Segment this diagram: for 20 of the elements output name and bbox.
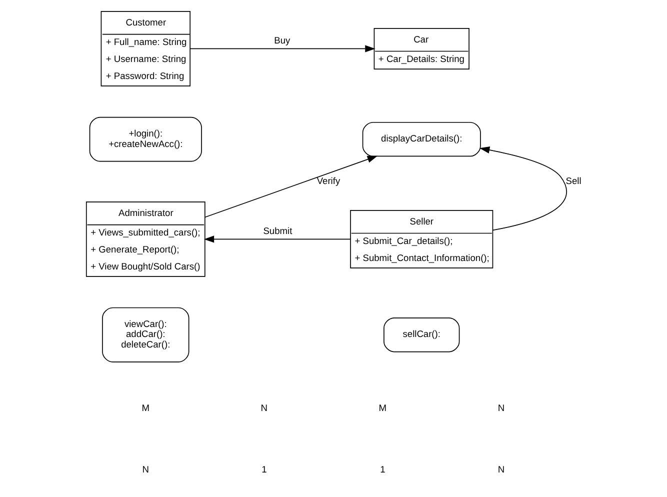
arrow bbox=[203, 236, 350, 243]
label: M bbox=[378, 402, 386, 413]
node-box: sellCar(): bbox=[383, 318, 460, 352]
label: M bbox=[141, 402, 150, 413]
edge-label: Verify bbox=[316, 176, 340, 186]
node-box: displayCarDetails(): bbox=[362, 122, 480, 157]
arrow bbox=[204, 156, 378, 218]
node-box: viewCar(): addCar(): deleteCar(): bbox=[102, 307, 189, 362]
label: 1 bbox=[261, 464, 266, 475]
arrow bbox=[478, 146, 566, 231]
node-box: +login(): +createNewAcc(): bbox=[88, 116, 202, 162]
label: N bbox=[260, 402, 268, 413]
label: N bbox=[497, 464, 504, 475]
label: 1 bbox=[380, 464, 385, 475]
edge-label: Buy bbox=[274, 35, 290, 46]
label: N bbox=[497, 402, 504, 413]
edge-label: Submit bbox=[262, 226, 292, 236]
arrow bbox=[189, 45, 375, 52]
edge-label: Sell bbox=[565, 176, 581, 186]
label: N bbox=[142, 464, 149, 475]
